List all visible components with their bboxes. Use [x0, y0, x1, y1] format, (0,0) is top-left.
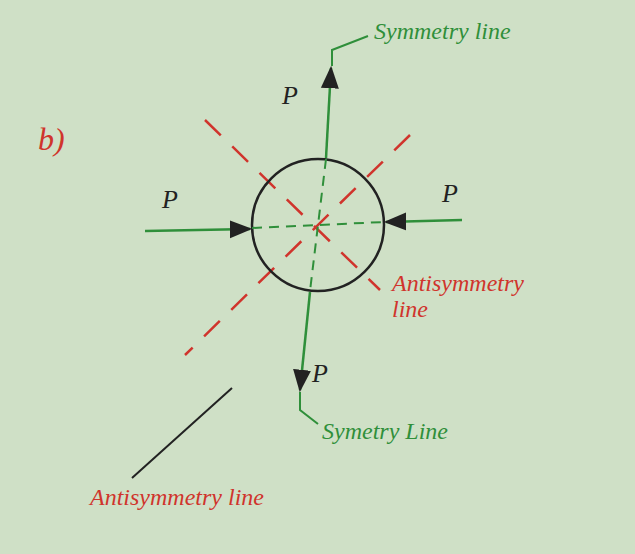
- disc-outline: [252, 159, 384, 291]
- line-label: Symmetry line: [374, 18, 511, 44]
- force-label: P: [162, 186, 178, 215]
- line-label: Symetry Line: [322, 418, 448, 444]
- line-label: Antisymmetry line: [90, 484, 264, 510]
- force-label: P: [442, 180, 458, 209]
- force-label: P: [312, 360, 328, 389]
- part-label: b): [38, 122, 65, 157]
- force-label: P: [282, 82, 298, 111]
- line-label: Antisymmetry line: [392, 270, 542, 323]
